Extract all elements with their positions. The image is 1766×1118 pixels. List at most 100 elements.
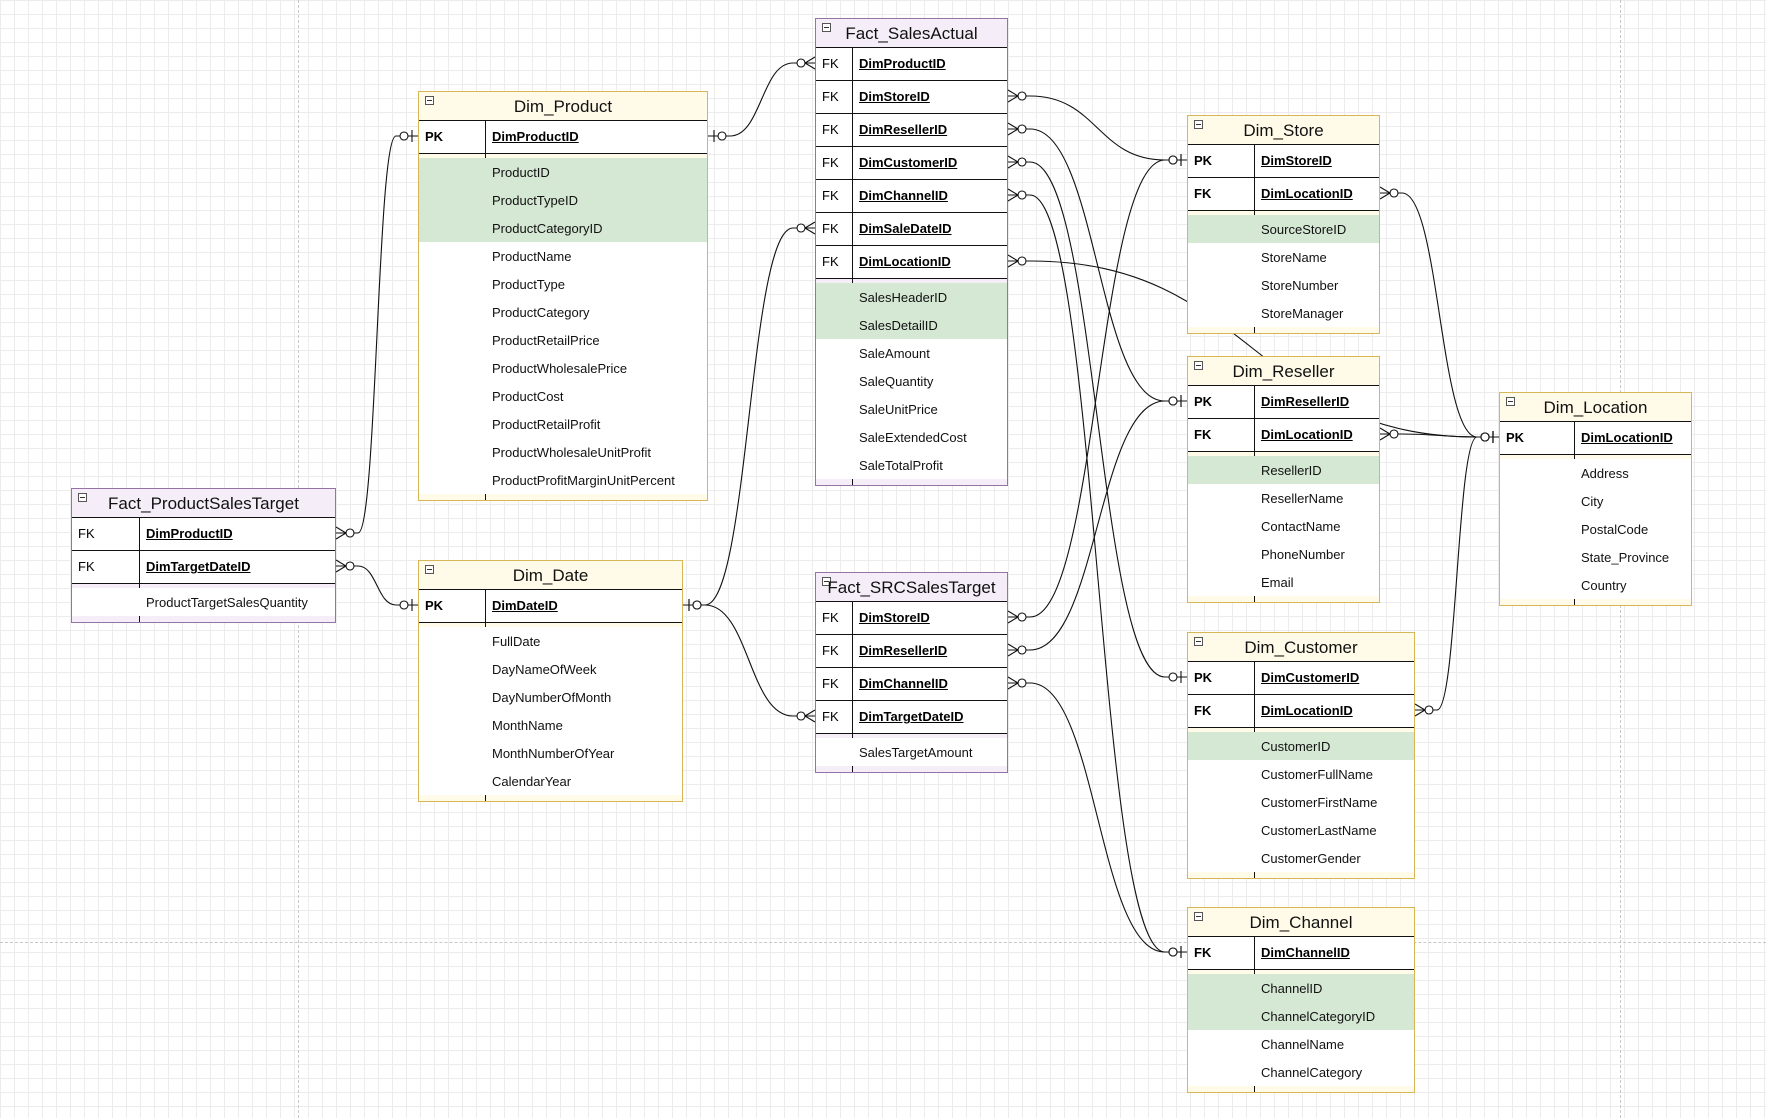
attribute-row[interactable]: CustomerFirstName (1188, 788, 1414, 816)
relationship-line[interactable] (1007, 155, 1187, 683)
attribute-row[interactable]: PostalCode (1500, 515, 1691, 543)
attribute-row[interactable]: SaleUnitPrice (816, 395, 1007, 423)
table-header[interactable]: Dim_Channel (1188, 908, 1414, 936)
attribute-row[interactable]: ProductRetailPrice (419, 326, 707, 354)
attribute-row[interactable]: ProductCategory (419, 298, 707, 326)
attribute-row[interactable]: ProductWholesaleUnitProfit (419, 438, 707, 466)
attribute-row[interactable]: SourceStoreID (1188, 215, 1379, 243)
attribute-row[interactable]: ChannelName (1188, 1030, 1414, 1058)
collapse-icon[interactable] (425, 565, 434, 574)
relationship-line[interactable] (1007, 122, 1187, 407)
table-header[interactable]: Dim_Store (1188, 116, 1379, 144)
table-header[interactable]: Fact_ProductSalesTarget (72, 489, 335, 517)
attribute-row[interactable]: ProductCategoryID (419, 214, 707, 242)
attribute-row[interactable]: FullDate (419, 627, 682, 655)
table-header[interactable]: Dim_Date (419, 561, 682, 589)
relationship-line[interactable] (1007, 89, 1187, 166)
attribute-row[interactable]: SaleQuantity (816, 367, 1007, 395)
attribute-row[interactable]: DayNumberOfMonth (419, 683, 682, 711)
attribute-row[interactable]: ChannelCategoryID (1188, 1002, 1414, 1030)
attribute-row[interactable]: ChannelID (1188, 974, 1414, 1002)
relationship-line[interactable] (335, 559, 418, 611)
table-header[interactable]: Fact_SalesActual (816, 19, 1007, 47)
attribute-row[interactable]: StoreManager (1188, 299, 1379, 327)
attribute-row[interactable]: Address (1500, 459, 1691, 487)
attribute-row[interactable]: SalesDetailID (816, 311, 1007, 339)
attribute-row[interactable]: SalesHeaderID (816, 283, 1007, 311)
table-header[interactable]: Dim_Reseller (1188, 357, 1379, 385)
table-header[interactable]: Dim_Product (419, 92, 707, 120)
attribute-row[interactable]: SaleTotalProfit (816, 451, 1007, 479)
attribute-row[interactable]: MonthName (419, 711, 682, 739)
relationship-line[interactable] (708, 56, 816, 142)
attribute-row[interactable]: Email (1188, 568, 1379, 596)
attribute-row[interactable]: ProductTypeID (419, 186, 707, 214)
attribute-row[interactable]: CalendarYear (419, 767, 682, 795)
relationship-line[interactable] (683, 599, 816, 723)
attribute-row[interactable]: ProductCost (419, 382, 707, 410)
attribute-row[interactable]: ProductName (419, 242, 707, 270)
attribute-row[interactable]: CustomerLastName (1188, 816, 1414, 844)
attribute-row[interactable]: DayNameOfWeek (419, 655, 682, 683)
relationship-line[interactable] (1007, 676, 1187, 958)
relationship-line[interactable] (1007, 154, 1187, 624)
table-header[interactable]: Dim_Customer (1188, 633, 1414, 661)
relationship-line[interactable] (1007, 395, 1187, 657)
relationship-line[interactable] (1379, 186, 1499, 443)
collapse-icon[interactable] (1194, 637, 1203, 646)
attribute-row[interactable]: MonthNumberOfYear (419, 739, 682, 767)
attribute-row[interactable]: ProductRetailProfit (419, 410, 707, 438)
collapse-icon[interactable] (1194, 361, 1203, 370)
attribute-row[interactable]: State_Province (1500, 543, 1691, 571)
attribute-row[interactable]: SaleExtendedCost (816, 423, 1007, 451)
relationship-line[interactable] (1414, 431, 1499, 717)
attribute-row[interactable]: StoreName (1188, 243, 1379, 271)
attribute-row[interactable]: ContactName (1188, 512, 1379, 540)
collapse-icon[interactable] (1194, 120, 1203, 129)
attribute-row[interactable]: ProductID (419, 158, 707, 186)
collapse-icon[interactable] (822, 577, 831, 586)
attribute-row[interactable]: ResellerID (1188, 456, 1379, 484)
attribute-row[interactable]: CustomerID (1188, 732, 1414, 760)
attribute-row[interactable]: SalesTargetAmount (816, 738, 1007, 766)
attribute-row[interactable]: Country (1500, 571, 1691, 599)
attribute-row[interactable]: ProductWholesalePrice (419, 354, 707, 382)
attribute-row[interactable]: City (1500, 487, 1691, 515)
attribute-row[interactable]: CustomerGender (1188, 844, 1414, 872)
attribute-row[interactable]: StoreNumber (1188, 271, 1379, 299)
attribute-row[interactable]: ResellerName (1188, 484, 1379, 512)
attribute-row[interactable]: ProductType (419, 270, 707, 298)
attribute-row[interactable]: PhoneNumber (1188, 540, 1379, 568)
relationship-line[interactable] (335, 130, 418, 540)
